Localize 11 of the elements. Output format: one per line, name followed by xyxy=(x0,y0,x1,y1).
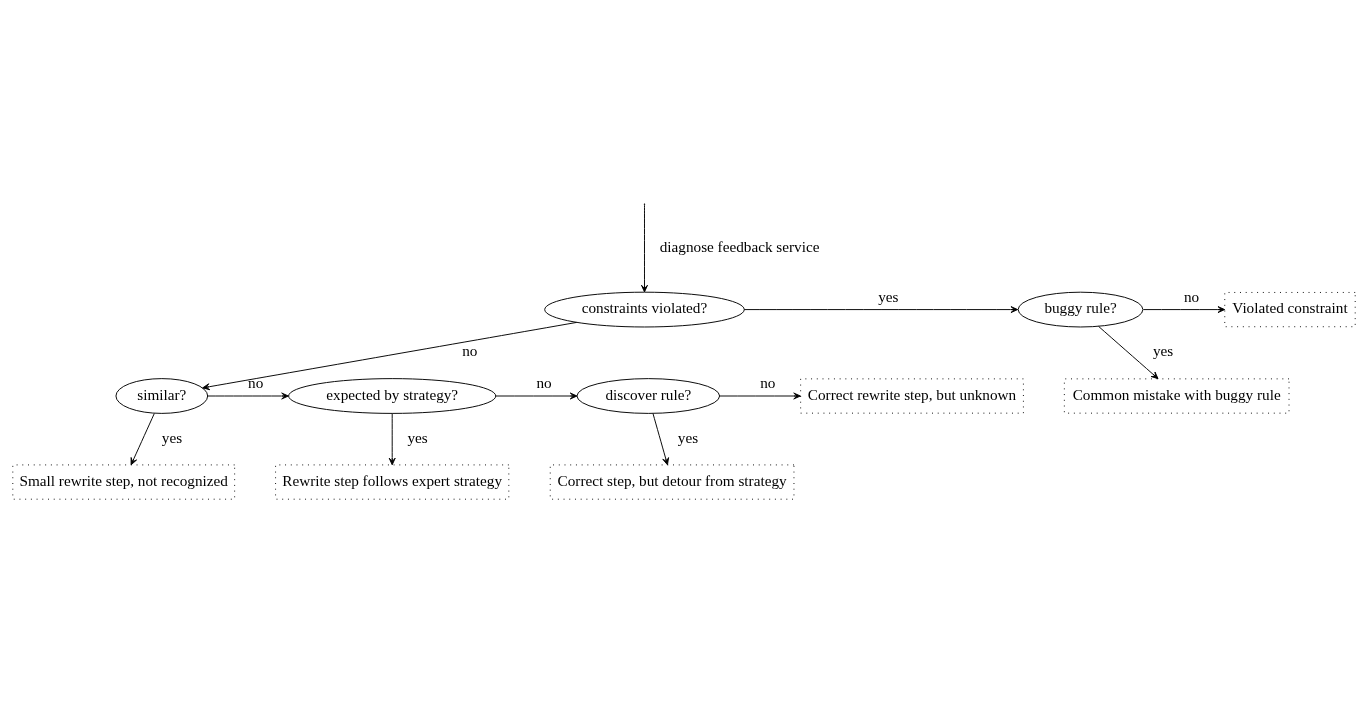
edge-label: no xyxy=(462,342,478,360)
edge-label: no xyxy=(248,374,264,392)
edge-label: no xyxy=(760,374,776,392)
edge-label: yes xyxy=(407,428,428,446)
edge-label: no xyxy=(1183,287,1200,305)
edge-label: diagnose feedback service xyxy=(659,237,820,255)
edge-label: yes xyxy=(1152,342,1174,360)
edge-label: no xyxy=(536,374,552,392)
edge-label: yes xyxy=(878,287,899,305)
edge-label: yes xyxy=(677,428,699,446)
edge-label: yes xyxy=(161,428,183,446)
